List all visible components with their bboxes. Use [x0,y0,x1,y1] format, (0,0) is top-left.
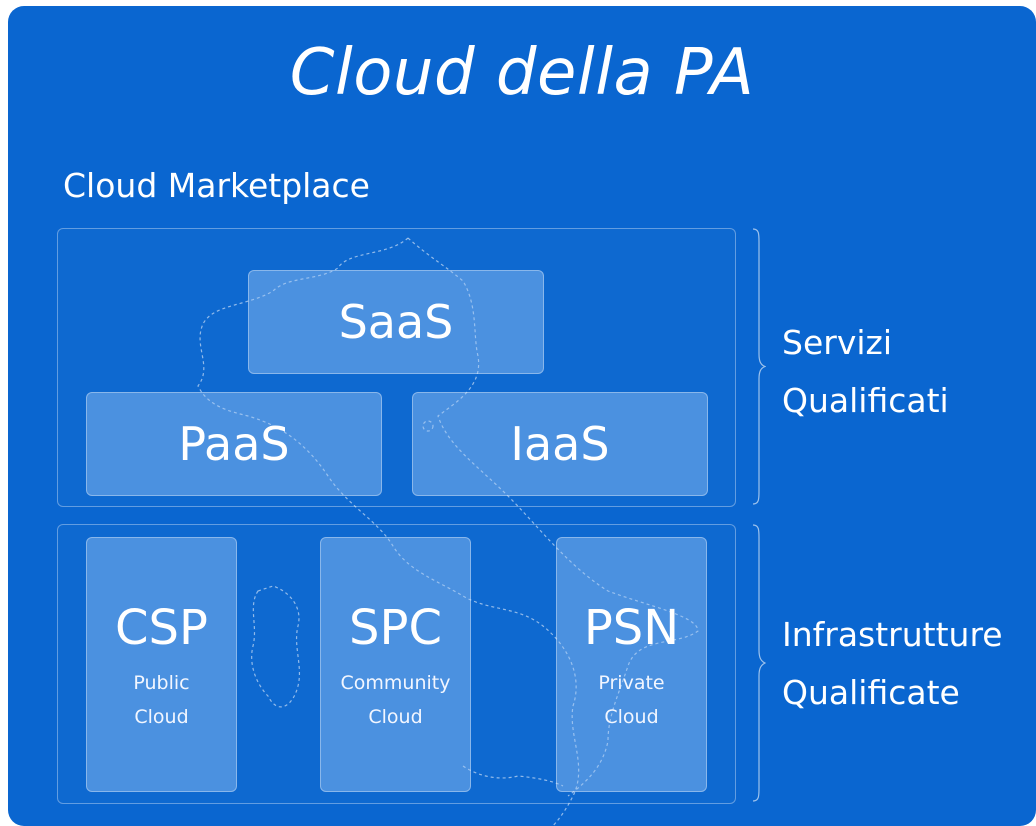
services-label-line1: Servizi [782,323,893,362]
infrastructures-label-line1: Infrastrutture [782,615,1003,654]
paas-box: PaaS [86,392,382,496]
csp-description-line1: Public [133,672,190,694]
spc-acronym: SPC [349,600,442,656]
spc-box: SPC Community Cloud [320,537,471,792]
iaas-box: IaaS [412,392,708,496]
spc-description-line2: Cloud [368,706,423,728]
saas-box: SaaS [248,270,544,374]
psn-acronym: PSN [583,600,680,656]
psn-box: PSN Private Cloud [556,537,707,792]
csp-acronym: CSP [115,600,208,656]
services-label: Servizi Qualificati [782,314,949,430]
infrastructures-group [57,524,736,804]
services-group [57,228,736,507]
spc-description-line1: Community [340,672,451,694]
diagram-title: Cloud della PA [289,36,755,110]
psn-description-line2: Cloud [604,706,659,728]
services-brace [752,228,766,505]
psn-description-line1: Private [598,672,665,694]
infrastructures-label-line2: Qualificate [782,673,960,712]
csp-description-line2: Cloud [134,706,189,728]
diagram-subtitle: Cloud Marketplace [63,166,370,205]
infrastructures-label: Infrastrutture Qualificate [782,606,1003,722]
diagram-panel: Cloud della PA Cloud Marketplace SaaS Pa… [8,6,1036,826]
services-label-line2: Qualificati [782,381,949,420]
infrastructures-brace [752,524,766,802]
csp-box: CSP Public Cloud [86,537,237,792]
